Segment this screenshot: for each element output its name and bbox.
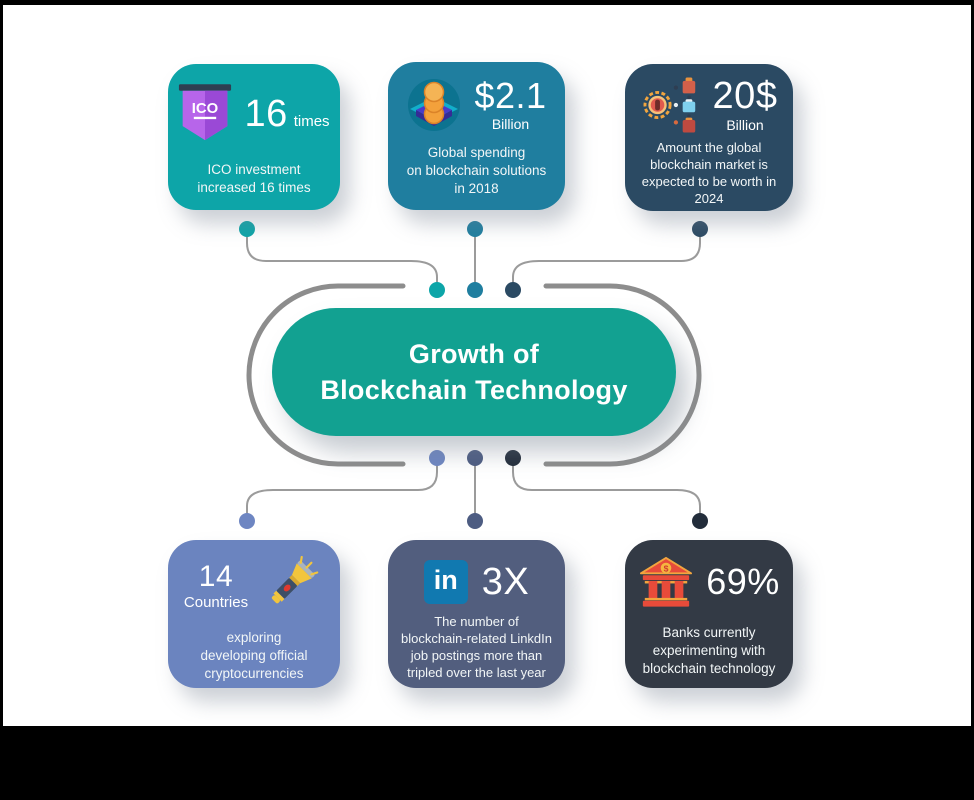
connector-dot <box>505 282 521 298</box>
connector-line-top-left <box>246 229 438 289</box>
connector-dot <box>505 450 521 466</box>
stat-suffix: times <box>293 113 330 130</box>
center-title-line1: Growth of <box>408 338 540 369</box>
stat-value: 14 <box>198 559 234 593</box>
stat-value: $2.1 <box>474 75 547 116</box>
card-caption: ICO investment increased 16 times <box>197 162 311 195</box>
connector-dot <box>429 450 445 466</box>
card-caption: Banks currently experimenting with block… <box>642 625 776 676</box>
flashlight-icon <box>264 556 324 616</box>
card-market-worth: 20$ Billion Amount the global blockchain… <box>625 64 793 211</box>
connector-dot <box>239 221 255 237</box>
ico-badge-label: ICO <box>192 101 218 117</box>
card-caption: Amount the global blockchain market is e… <box>641 140 777 207</box>
connector-dot <box>467 221 483 237</box>
connector-dot <box>467 513 483 529</box>
stat-value: 69% <box>706 561 780 602</box>
bank-icon: $ <box>638 555 694 609</box>
center-title-pill: Growth of Blockchain Technology <box>272 308 676 436</box>
stat-unit: Billion <box>726 117 764 133</box>
center-title-line2: Blockchain Technology <box>320 375 628 405</box>
connector-line-top-right <box>512 229 701 289</box>
center-outline-left <box>246 283 406 467</box>
card-global-spending: $2.1 Billion Global spending on blockcha… <box>388 62 565 210</box>
card-banks-experimenting: $ 69% Banks currently experimenting with… <box>625 540 793 688</box>
ico-badge-icon: ICO <box>178 84 232 144</box>
card-caption: exploring developing official cryptocurr… <box>200 630 308 681</box>
stat-unit: Countries <box>183 593 249 611</box>
connector-dot <box>467 282 483 298</box>
connector-dot <box>239 513 255 529</box>
connector-dot <box>467 450 483 466</box>
bank-dollar-label: $ <box>664 563 669 573</box>
stat-value: 3X <box>481 561 530 603</box>
card-caption: Global spending on blockchain solutions … <box>406 145 547 196</box>
bitcoin-blocks-icon <box>641 76 705 134</box>
coins-icon <box>406 77 462 133</box>
connector-dot <box>429 282 445 298</box>
stat-value: 20$ <box>712 75 778 117</box>
connector-line-bottom-right <box>512 459 701 519</box>
connector-line-bottom-left <box>246 459 438 519</box>
stat-value: 16 <box>244 93 288 135</box>
center-outline-right <box>543 283 702 467</box>
connector-dot <box>692 221 708 237</box>
card-caption: The number of blockchain-related LinkdIn… <box>400 614 553 681</box>
card-countries-cryptocurrencies: 14 Countries <box>168 540 340 688</box>
linkedin-icon: in <box>423 560 468 604</box>
stat-unit: Billion <box>491 116 530 132</box>
connector-dot <box>692 513 708 529</box>
card-ico-investment: ICO 16 times ICO investment increased 16… <box>168 64 340 210</box>
card-linkedin-postings: in 3X The number of blockchain-related L… <box>388 540 565 688</box>
